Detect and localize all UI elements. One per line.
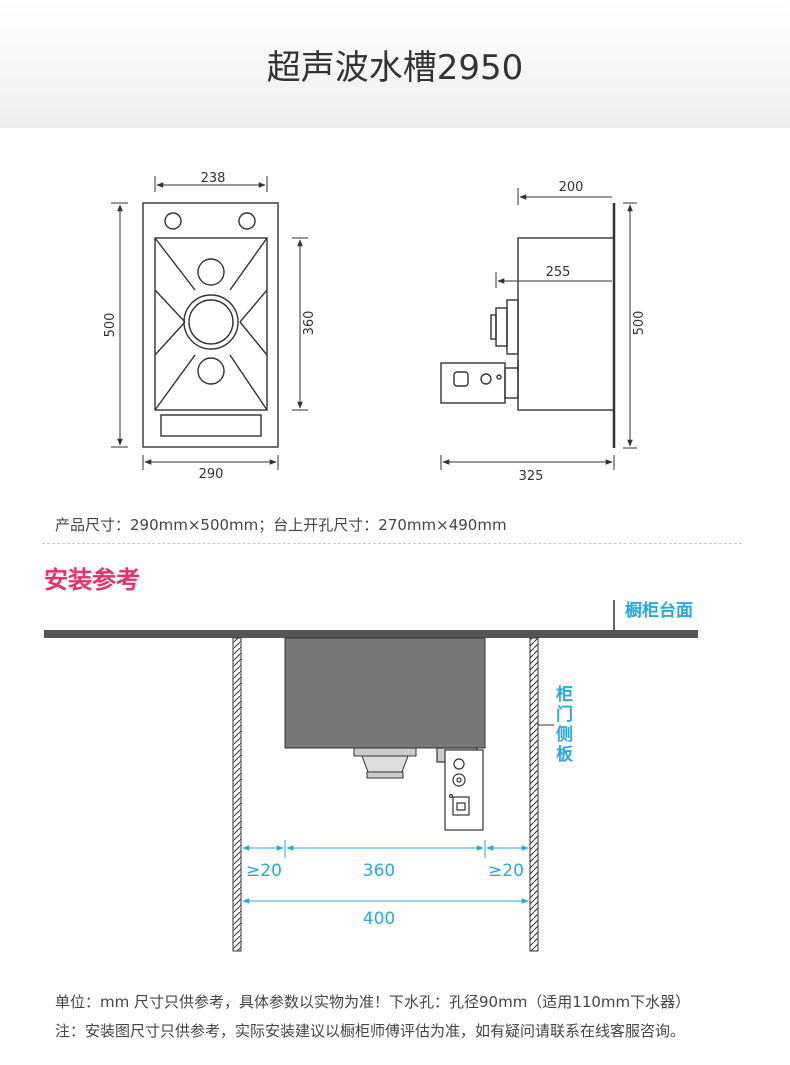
product-spec: 产品尺寸：290mm×500mm；台上开孔尺寸：270mm×490mm	[55, 516, 507, 534]
dim-inner-height: 360	[302, 311, 317, 336]
center-width-label: 360	[363, 861, 395, 881]
note-units: 单位：mm 尺寸只供参考，具体参数以实物为准！下水孔：孔径90mm（适用110m…	[55, 993, 691, 1011]
dim-top-width: 238	[201, 171, 226, 186]
dim-side-depth: 200	[559, 180, 584, 195]
side-panel-label: 柜门侧板	[556, 684, 574, 765]
install-diagram: 橱柜台面 柜门侧板 ≥20 360 ≥20 400	[44, 600, 698, 952]
left-side-panel	[232, 637, 242, 952]
ultrasonic-unit	[436, 747, 484, 831]
right-side-panel	[529, 637, 539, 952]
dim-outer-height: 500	[103, 313, 118, 338]
sink-body	[284, 637, 486, 749]
install-dimensions	[242, 840, 529, 904]
dim-side-height: 500	[632, 311, 647, 336]
divider	[42, 543, 742, 544]
sink-side-view	[440, 203, 616, 448]
dimension-drawings: 238 500 360 290 200 255 500 325	[103, 171, 647, 484]
header-banner	[0, 0, 790, 128]
top-view-dimensions	[111, 176, 308, 470]
gap-left-label: ≥20	[246, 861, 282, 881]
dim-drain-offset: 255	[546, 265, 571, 280]
countertop	[44, 630, 698, 638]
section-title: 安装参考	[44, 566, 140, 594]
total-width-label: 400	[363, 909, 395, 929]
note-install: 注：安装图尺寸只供参考，实际安装建议以橱柜师傅评估为准，如有疑问请联系在线客服咨…	[55, 1022, 686, 1040]
page-title: 超声波水槽2950	[266, 48, 524, 88]
countertop-label: 橱柜台面	[625, 600, 693, 621]
sink-top-view	[142, 202, 279, 448]
gap-right-label: ≥20	[488, 861, 524, 881]
side-view-dimensions	[440, 188, 637, 470]
dim-total-depth: 325	[519, 469, 544, 484]
dim-bottom-width: 290	[199, 467, 224, 482]
